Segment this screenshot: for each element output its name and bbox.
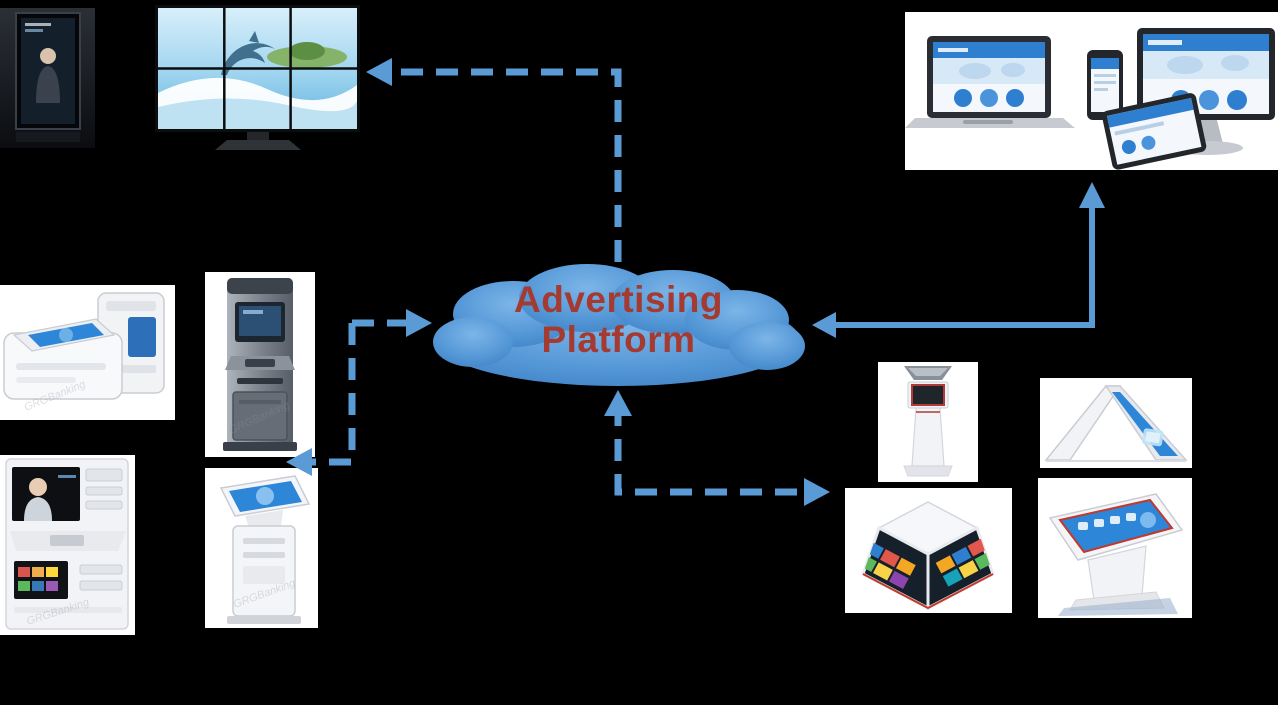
cloud-shape	[433, 264, 805, 386]
video-wall-bezels	[158, 8, 357, 129]
video-wall	[155, 5, 360, 150]
screen-app-icons	[1078, 513, 1136, 530]
atm-keypad	[245, 359, 275, 367]
laptop	[905, 36, 1075, 128]
interactive-touch-table	[1038, 478, 1192, 618]
pyramid-touch-table	[845, 488, 1012, 613]
platform-title-line2: Platform	[541, 318, 696, 360]
desktop-monitor	[1137, 28, 1275, 155]
table-screen	[1058, 498, 1174, 554]
touchscreen-kiosk: GRGBanking	[205, 468, 318, 628]
vtm-lower-screen	[14, 561, 68, 599]
platform-title-line1: Advertising	[513, 279, 724, 320]
arrow-cloud-to-videowall	[380, 68, 622, 262]
self-service-printers: GRGBanking	[0, 285, 175, 420]
standing-kiosk	[878, 362, 978, 482]
tent-tablet	[1040, 378, 1192, 468]
person-on-screen	[40, 48, 56, 64]
smartphone	[1087, 50, 1123, 120]
advertising-platform-cloud	[425, 262, 812, 392]
atm-cash-slot	[237, 378, 283, 384]
web-devices	[905, 12, 1278, 170]
vtm-keypad	[50, 535, 84, 546]
tablet	[1102, 93, 1207, 170]
teller-person	[29, 478, 47, 496]
printer-front	[3, 318, 123, 400]
arrow-cloud-webdevices	[834, 196, 1095, 328]
kiosk-screen	[911, 384, 945, 406]
video-wall-stand	[247, 132, 269, 140]
video-teller-machine: GRGBanking	[0, 455, 135, 635]
atm-kiosk: GRGBanking	[205, 272, 315, 457]
digital-signage-display	[0, 8, 95, 148]
arrow-cloud-bottomright	[614, 404, 805, 496]
ice-cube	[1142, 428, 1164, 447]
platform-title: Advertising Platform	[425, 280, 812, 360]
dolphin	[221, 43, 275, 75]
